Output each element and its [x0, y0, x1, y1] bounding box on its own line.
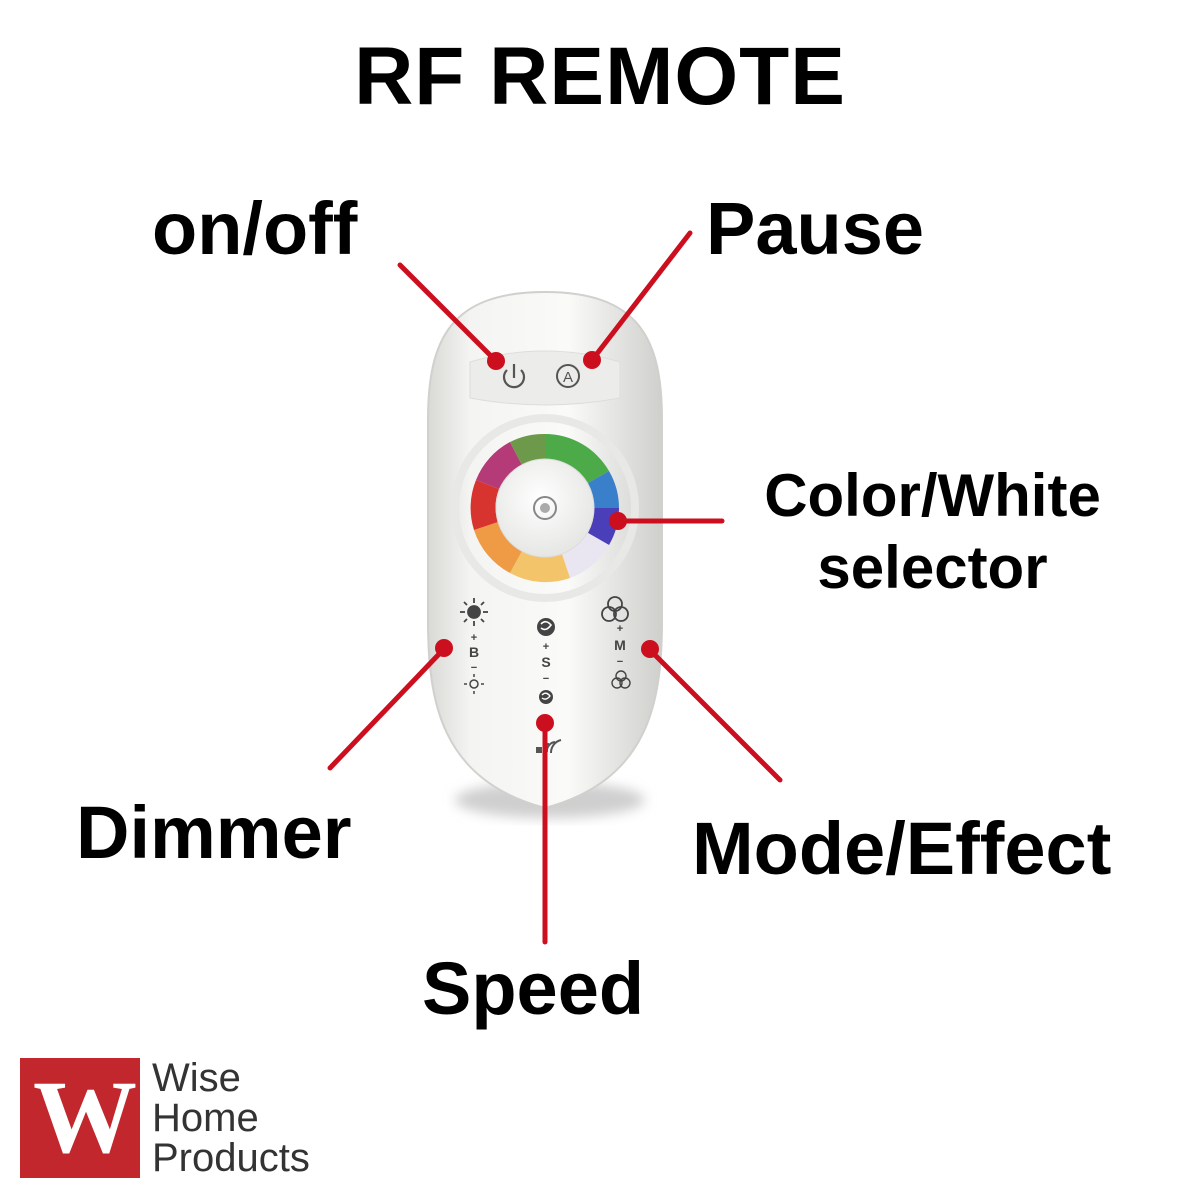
speed-minus: − [543, 673, 549, 685]
brand-logo-line2: Home [152, 1096, 259, 1140]
label-speed: Speed [422, 947, 645, 1030]
brightness-plus: + [471, 632, 477, 644]
brightness-minus: − [471, 662, 477, 674]
pause-auto-icon[interactable]: A [556, 364, 580, 388]
label-color-white-line1: Color/White [764, 462, 1101, 529]
label-dimmer: Dimmer [76, 791, 352, 874]
label-mode-effect: Mode/Effect [692, 807, 1112, 890]
brightness-controls[interactable]: + B − [460, 598, 488, 694]
speed-controls[interactable]: + S − [537, 618, 555, 704]
mode-down-icon[interactable] [611, 670, 631, 689]
speed-key-label: S [541, 654, 550, 670]
pointer-dot-dimmer [435, 639, 453, 657]
mode-up-icon[interactable] [601, 596, 629, 622]
pointer-dot-color [609, 512, 627, 530]
pointer-dot-mode [641, 640, 659, 658]
page-title: RF REMOTE [354, 31, 846, 122]
power-icon[interactable] [502, 364, 526, 389]
label-on-off: on/off [152, 187, 358, 270]
brightness-down-icon[interactable] [464, 674, 484, 694]
mode-minus: − [617, 656, 623, 668]
pointer-dot-speed [536, 714, 554, 732]
brand-logo-text: Wise Home Products [152, 1058, 310, 1178]
color-wheel[interactable] [451, 414, 639, 602]
speed-plus: + [543, 641, 549, 653]
pointer-line-onoff [397, 262, 495, 360]
brightness-up-icon[interactable] [460, 598, 488, 626]
pointer-line-dimmer [327, 649, 444, 771]
speed-down-icon[interactable] [539, 690, 553, 704]
white-select-icon[interactable] [533, 496, 557, 520]
pointer-line-pause [593, 230, 693, 358]
mode-key-label: M [614, 637, 626, 653]
label-pause: Pause [706, 187, 925, 270]
brand-logo-line3: Products [152, 1136, 310, 1180]
pause-icon-glyph: A [563, 369, 573, 386]
brand-logo-line1: Wise [152, 1056, 241, 1100]
speed-up-icon[interactable] [537, 618, 555, 636]
label-color-white-selector: Color/White selector [740, 460, 1125, 604]
brand-logo-mark: W [20, 1058, 140, 1178]
label-color-white-line2: selector [817, 534, 1048, 601]
mode-plus: + [617, 623, 623, 635]
pointer-dot-pause [583, 351, 601, 369]
pointer-line-mode [649, 649, 783, 783]
brightness-key-label: B [469, 644, 479, 660]
top-button-panel [469, 350, 621, 406]
pointer-dot-onoff [487, 352, 505, 370]
mode-controls[interactable]: + M − [601, 596, 631, 689]
